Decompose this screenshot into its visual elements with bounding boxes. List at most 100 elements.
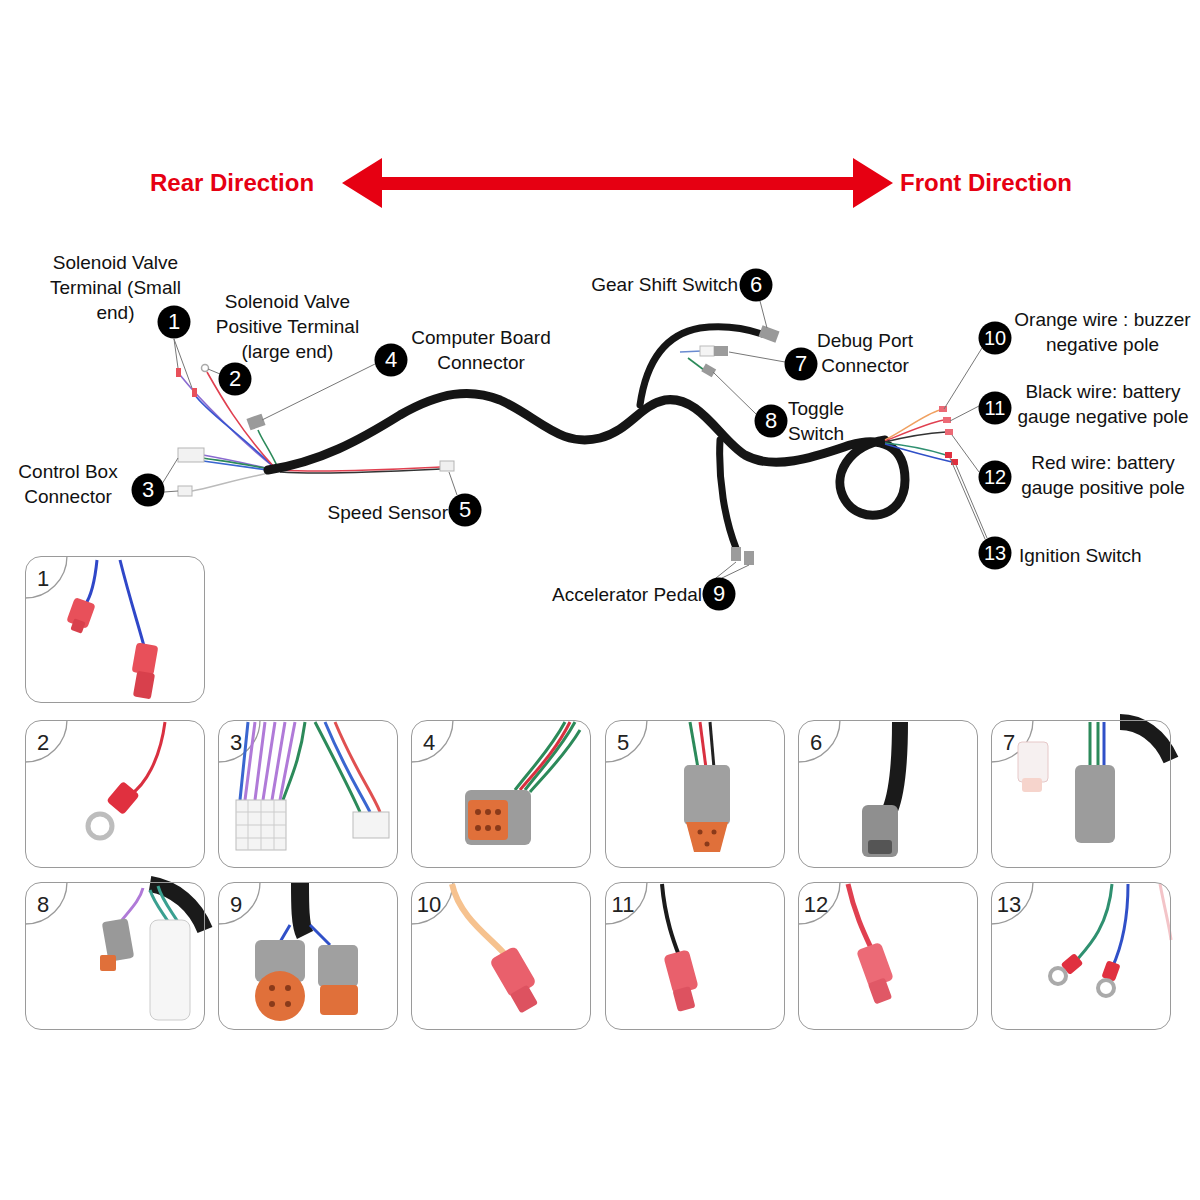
- connector-face: [1022, 778, 1042, 792]
- thin-wire: [192, 472, 275, 491]
- connector-photo: [353, 812, 389, 838]
- callout-number: 8: [754, 404, 788, 438]
- thin-wire: [280, 469, 440, 473]
- connector-photo: [150, 920, 190, 1020]
- panel-corner: [25, 882, 67, 924]
- panel-corner: [25, 556, 67, 598]
- wire-photo: [710, 722, 714, 768]
- connector-photo: [318, 945, 358, 987]
- connector-face: [100, 955, 116, 971]
- detail-panel: 3: [218, 720, 398, 868]
- panel-number: 10: [414, 893, 444, 917]
- panel-corner: [411, 882, 453, 924]
- wire-photo: [515, 722, 580, 792]
- detail-panel: 13: [991, 882, 1171, 1030]
- callout-disc: [979, 461, 1012, 494]
- spade-terminal: [510, 984, 538, 1013]
- connector-plug: [701, 364, 716, 378]
- callout-disc: [740, 269, 773, 302]
- detail-panel: 7: [991, 720, 1171, 868]
- wire-photo: [335, 722, 380, 812]
- part-label: Toggle Switch: [784, 396, 848, 446]
- part-label: Solenoid Valve Positive Terminal (large …: [210, 289, 365, 364]
- harness-sleeve: [268, 393, 905, 515]
- wire-photo: [85, 560, 97, 605]
- part-label: Gear Shift Switch: [568, 272, 738, 297]
- spade-terminal: [132, 642, 159, 675]
- wire-photo: [1075, 884, 1112, 962]
- callout-circle: 13Ignition Switch: [978, 536, 1012, 570]
- leader-line: [449, 472, 457, 495]
- leader-line: [162, 458, 178, 492]
- connector-plug: [178, 448, 204, 462]
- detail-panel: 5: [605, 720, 785, 868]
- callout-number: 9: [702, 577, 736, 611]
- wire-photo: [283, 722, 360, 812]
- callout-circle: 10Orange wire : buzzer negative pole: [978, 321, 1012, 355]
- callout-number: 2: [218, 362, 252, 396]
- callout-circle: 11Black wire: battery gauge negative pol…: [978, 391, 1012, 425]
- leader-line: [174, 339, 192, 388]
- callout-number: 11: [978, 391, 1012, 425]
- leader-line: [729, 352, 785, 362]
- panel-number: 5: [608, 731, 638, 755]
- panel-corner: [991, 882, 1033, 924]
- direction-label: Rear Direction: [150, 168, 314, 198]
- callout-disc: [785, 348, 818, 381]
- part-label: Solenoid Valve Terminal (Small end): [33, 250, 198, 325]
- connector-face: [320, 985, 358, 1015]
- panel-corner: [411, 720, 453, 762]
- connector-plug: [178, 486, 192, 496]
- wire-photo: [130, 722, 165, 795]
- connector-pin: [705, 842, 710, 847]
- spade-terminal: [868, 978, 892, 1005]
- connector-pin: [285, 985, 291, 991]
- wire-photo: [1160, 884, 1171, 940]
- part-label: Ignition Switch: [1019, 543, 1189, 568]
- direction-label: Front Direction: [900, 168, 1072, 198]
- harness-branch: [640, 327, 762, 405]
- connector-photo: [1075, 765, 1115, 843]
- leader-line: [208, 369, 220, 374]
- detail-panel: 4: [411, 720, 591, 868]
- leader-line: [760, 301, 767, 328]
- panel-corner: [605, 882, 647, 924]
- callout-disc: [158, 306, 191, 339]
- sleeve-photo: [890, 722, 900, 810]
- connector-pin: [698, 830, 703, 835]
- thin-wire: [680, 351, 702, 352]
- sleeve-photo: [300, 882, 305, 935]
- wire-photo: [1090, 722, 1098, 765]
- connector-plug: [700, 346, 714, 356]
- callout-number: 4: [374, 343, 408, 377]
- ring-terminal: [945, 452, 952, 458]
- connector-photo: [684, 765, 730, 825]
- callout-number: 3: [131, 473, 165, 507]
- connector-pin: [495, 825, 501, 831]
- connector-photo: [1018, 742, 1048, 782]
- panel-corner: [25, 720, 67, 762]
- callout-disc: [755, 405, 788, 438]
- leader-line: [950, 406, 979, 421]
- connector-pin: [475, 825, 481, 831]
- connector-pin: [285, 1001, 291, 1007]
- leader-line: [716, 562, 749, 578]
- callout-circle: 12Red wire: battery gauge positive pole: [978, 460, 1012, 494]
- thin-wire: [195, 395, 275, 468]
- wire-photo: [1112, 884, 1128, 968]
- thin-wire: [885, 420, 944, 441]
- connector-photo: [236, 800, 286, 850]
- part-label: Debug Port Connector: [813, 328, 917, 378]
- callout-circle: 7Debug Port Connector: [784, 347, 818, 381]
- callout-number: 10: [978, 321, 1012, 355]
- callout-number: 12: [978, 460, 1012, 494]
- connector-pin: [495, 809, 501, 815]
- callout-number: 1: [157, 305, 191, 339]
- panel-number: 6: [801, 731, 831, 755]
- leader-line: [944, 348, 982, 409]
- wire-photo: [848, 884, 872, 950]
- thin-wire: [885, 444, 952, 462]
- ring-terminal: [1098, 980, 1114, 996]
- wire-photo: [520, 722, 570, 790]
